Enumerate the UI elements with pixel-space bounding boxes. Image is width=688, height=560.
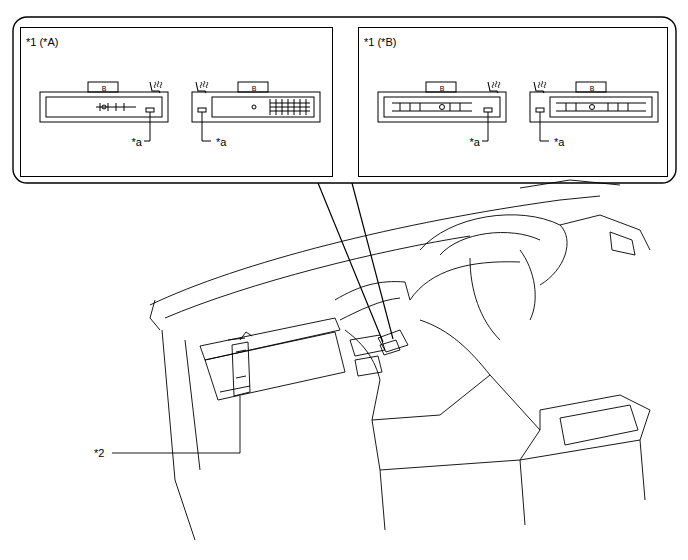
connector-mark: B: [102, 85, 107, 92]
connector-b1: [378, 81, 506, 141]
interior-illustration: [112, 180, 650, 540]
callout-label: *a: [470, 137, 480, 148]
callout-label: *2: [93, 448, 105, 459]
pointer-line: [318, 183, 393, 342]
view-heading: *1 (*B): [364, 37, 396, 48]
callout-label: *a: [132, 137, 142, 148]
view-heading: *1 (*A): [26, 37, 58, 48]
callout-label: *a: [554, 137, 564, 148]
view-panel: *1 (*A) B B *a *a: [20, 27, 333, 177]
callout-label: *a: [216, 137, 226, 148]
view-panel: *1 (*B) B B *a *a: [358, 27, 668, 177]
connector-a1: [40, 81, 168, 141]
connector-mark: B: [252, 85, 257, 92]
connector-mark: B: [440, 85, 445, 92]
connector-b2: [530, 81, 658, 141]
connector-a2: [192, 81, 320, 141]
zoom-frame: [13, 17, 676, 183]
connector-mark: B: [590, 85, 595, 92]
